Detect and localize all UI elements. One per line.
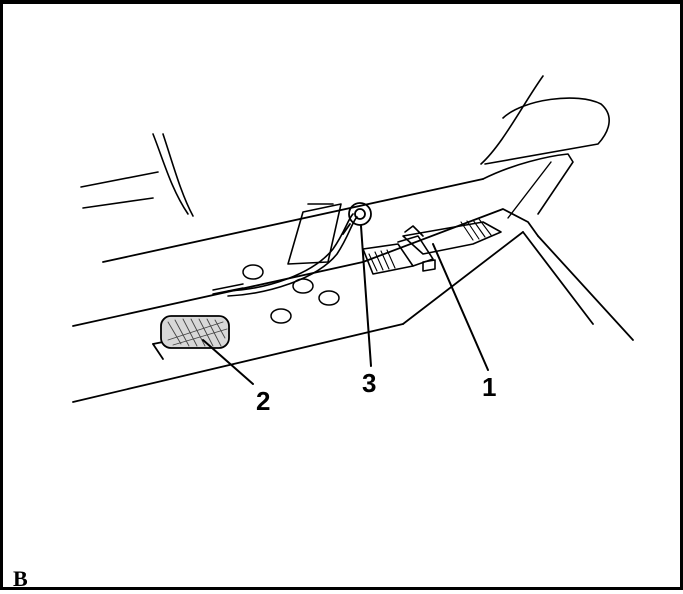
callout-1: 1 — [482, 372, 497, 402]
bracket — [287, 203, 342, 265]
switch-mechanism — [362, 218, 502, 275]
leader-lines — [202, 225, 489, 385]
callout-2: 2 — [256, 386, 271, 416]
leader-1 — [432, 243, 489, 371]
cable — [227, 213, 358, 297]
leader-2 — [202, 339, 254, 385]
rail-holes — [212, 264, 340, 324]
upper-housing — [80, 75, 610, 263]
leader-3 — [360, 225, 372, 367]
pad — [160, 315, 230, 349]
callout-3: 3 — [362, 368, 377, 398]
sill-rail — [72, 208, 634, 403]
panel-label: B — [13, 566, 28, 591]
pulley-nut — [342, 202, 372, 235]
technical-illustration — [72, 75, 634, 403]
